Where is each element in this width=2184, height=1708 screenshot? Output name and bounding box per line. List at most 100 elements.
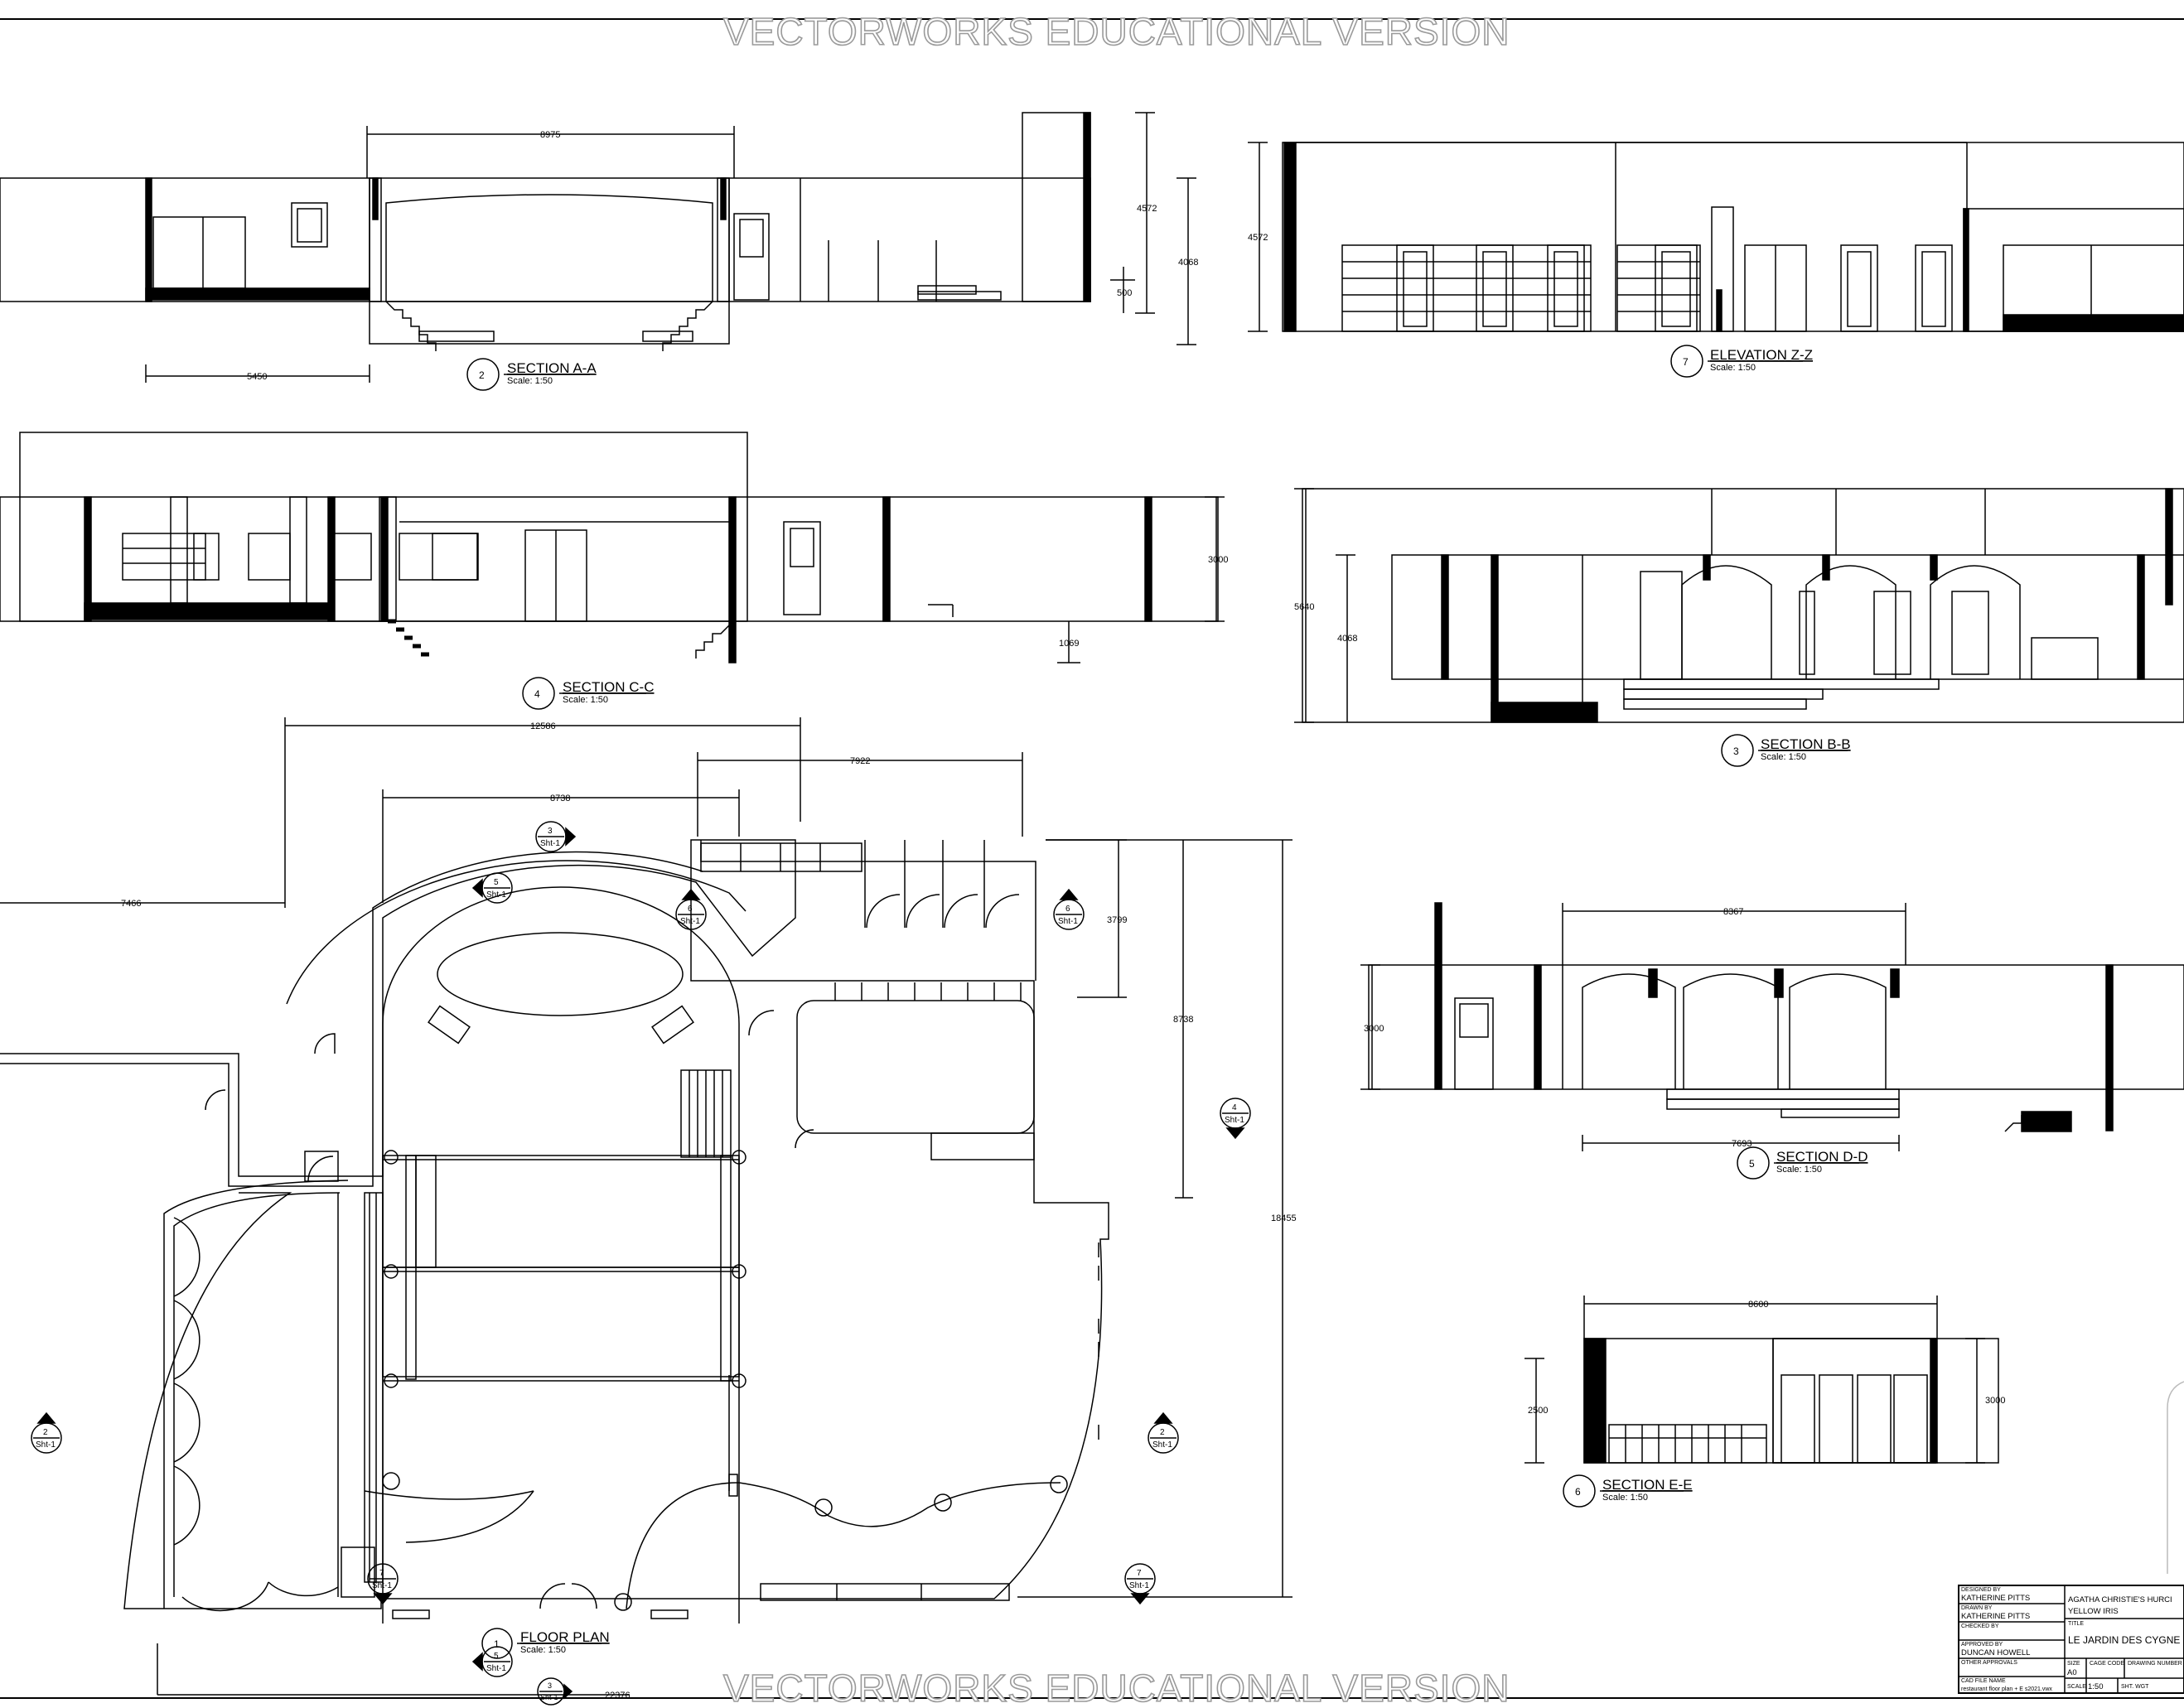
- dim-dd-h: 3000: [1364, 1024, 1384, 1034]
- svg-text:Sht-1: Sht-1: [1129, 1581, 1149, 1590]
- tb-cage-label: CAGE CODE: [2090, 1661, 2124, 1667]
- svg-text:Sht-1: Sht-1: [1058, 917, 1078, 926]
- svg-text:6: 6: [1575, 1486, 1581, 1498]
- svg-text:Sht-1: Sht-1: [372, 1581, 392, 1590]
- tb-size-label: SIZE: [2067, 1661, 2080, 1667]
- svg-text:Sht-1: Sht-1: [36, 1440, 56, 1450]
- svg-text:Sht-1: Sht-1: [540, 839, 560, 848]
- section-dd-scale: Scale: 1:50: [1776, 1165, 1822, 1175]
- section-marker-6a: 6 Sht-1: [675, 888, 707, 930]
- svg-text:7: 7: [1683, 356, 1689, 368]
- dim-fp-w1: 12586: [530, 721, 556, 731]
- dim-bb-h1: 5640: [1294, 602, 1314, 612]
- tb-title-label: TITLE: [2068, 1621, 2084, 1627]
- dim-fp-h2: 8738: [1173, 1015, 1193, 1025]
- dim-aa-width: 8975: [540, 130, 560, 140]
- svg-text:1: 1: [494, 1638, 500, 1650]
- tb-other-label: OTHER APPROVALS: [1961, 1660, 2017, 1666]
- tb-sheet-label: SHT. WGT: [2121, 1684, 2149, 1690]
- dim-fp-w2: 7922: [850, 756, 870, 766]
- svg-text:Sht-1: Sht-1: [486, 890, 506, 900]
- tb-designed-by: KATHERINE PITTS: [1961, 1594, 2030, 1603]
- svg-text:Sht-1: Sht-1: [1152, 1440, 1172, 1450]
- watermark-bottom: VECTORWORKS EDUCATIONAL VERSION: [723, 1667, 1510, 1708]
- label-elevation-zz: 7 ELEVATION Z-Z Scale: 1:50: [1670, 345, 1813, 378]
- dim-aa-h1: 4572: [1137, 204, 1157, 214]
- tb-title: LE JARDIN DES CYGNE: [2068, 1634, 2180, 1646]
- svg-text:6: 6: [1065, 905, 1070, 914]
- section-ee-scale: Scale: 1:50: [1602, 1493, 1648, 1503]
- title-block: [1958, 1585, 2184, 1694]
- svg-text:7: 7: [379, 1569, 384, 1578]
- dim-dd-w1: 8367: [1723, 907, 1743, 917]
- svg-text:Sht-1: Sht-1: [680, 917, 700, 926]
- section-marker-7b: 7 Sht-1: [1124, 1563, 1156, 1605]
- section-marker-7a: 7 Sht-1: [367, 1563, 399, 1605]
- dim-aa-h3: 500: [1117, 288, 1132, 298]
- section-marker-5: 5 Sht-1: [471, 872, 513, 904]
- svg-text:Sht-1: Sht-1: [486, 1664, 506, 1673]
- dim-aa-left: 5450: [247, 372, 267, 382]
- dim-fp-w5: 22376: [605, 1691, 631, 1701]
- section-marker-2b: 2 Sht-1: [1148, 1411, 1179, 1454]
- tb-project-line2: YELLOW IRIS: [2068, 1607, 2119, 1616]
- label-section-dd: 5 SECTION D-D Scale: 1:50: [1737, 1146, 1868, 1180]
- section-ee-title: SECTION E-E: [1602, 1477, 1693, 1493]
- watermark-top: VECTORWORKS EDUCATIONAL VERSION: [723, 10, 1510, 53]
- section-marker-5b: 5 Sht-1: [471, 1646, 513, 1677]
- tb-drawn-label: DRAWN BY: [1961, 1605, 1993, 1611]
- tb-dwg-label: DRAWING NUMBER: [2128, 1661, 2182, 1667]
- dim-dd-w2: 7693: [1732, 1139, 1752, 1149]
- elevation-zz-drawing: [1248, 142, 2184, 332]
- section-cc-drawing: [0, 432, 1225, 663]
- tb-approved-by: DUNCAN HOWELL: [1961, 1648, 2030, 1657]
- dim-cc-h: 3000: [1208, 555, 1228, 565]
- tb-drawn-by: KATHERINE PITTS: [1961, 1612, 2030, 1621]
- svg-text:3: 3: [548, 1681, 552, 1690]
- tb-scale: 1:50: [2088, 1682, 2104, 1691]
- svg-text:4: 4: [1232, 1103, 1237, 1112]
- section-ee-drawing: [1524, 1295, 1999, 1464]
- label-section-ee: 6 SECTION E-E Scale: 1:50: [1563, 1474, 1693, 1508]
- dim-ee-h2: 3000: [1985, 1396, 2005, 1406]
- svg-text:2: 2: [43, 1428, 48, 1437]
- dim-fp-h3: 18455: [1271, 1213, 1297, 1223]
- svg-text:5: 5: [494, 1652, 499, 1661]
- svg-text:2: 2: [479, 369, 485, 381]
- label-section-bb: 3 SECTION B-B Scale: 1:50: [1721, 734, 1851, 767]
- tb-scale-label: SCALE: [2067, 1684, 2086, 1690]
- dim-ee-h1: 2500: [1528, 1406, 1548, 1416]
- tb-designed-label: DESIGNED BY: [1961, 1587, 2001, 1593]
- dim-cc-step: 1069: [1059, 639, 1079, 649]
- section-cc-title: SECTION C-C: [563, 679, 655, 695]
- tb-approved-label: APPROVED BY: [1961, 1642, 2003, 1648]
- svg-text:5: 5: [494, 878, 499, 887]
- section-marker-4: 4 Sht-1: [1220, 1098, 1251, 1140]
- elevation-zz-scale: Scale: 1:50: [1710, 363, 1756, 373]
- section-aa-title: SECTION A-A: [507, 360, 597, 376]
- section-aa-drawing: [0, 112, 1196, 383]
- svg-text:5: 5: [1749, 1158, 1755, 1170]
- tb-cad-file: restaurant floor plan + E s2021.vwx: [1961, 1686, 2052, 1692]
- elevation-zz-title: ELEVATION Z-Z: [1710, 347, 1813, 363]
- svg-text:Sht-1: Sht-1: [540, 1693, 558, 1701]
- dim-fp-w4: 7466: [121, 899, 141, 909]
- section-bb-title: SECTION B-B: [1761, 736, 1851, 752]
- section-marker-6b: 6 Sht-1: [1053, 888, 1085, 930]
- section-bb-scale: Scale: 1:50: [1761, 752, 1806, 762]
- dim-bb-h2: 4068: [1337, 634, 1357, 644]
- sheet-edge-curve: [2167, 1381, 2184, 1574]
- section-marker-2a: 2 Sht-1: [31, 1411, 62, 1454]
- label-section-cc: 4 SECTION C-C Scale: 1:50: [522, 677, 655, 710]
- svg-text:7: 7: [1137, 1569, 1142, 1578]
- section-aa-scale: Scale: 1:50: [507, 376, 553, 386]
- dim-zz-h: 4572: [1248, 233, 1268, 243]
- tb-cad-label: CAD FILE NAME: [1961, 1678, 2006, 1684]
- svg-text:4: 4: [534, 688, 540, 700]
- floor-plan-title: FLOOR PLAN: [520, 1629, 610, 1645]
- floor-plan-drawing: [0, 717, 1293, 1696]
- svg-text:6: 6: [688, 905, 693, 914]
- tb-checked-label: CHECKED BY: [1961, 1624, 1999, 1629]
- dim-aa-h2: 4068: [1178, 258, 1198, 268]
- label-floor-plan: 1 FLOOR PLAN Scale: 1:50: [481, 1628, 610, 1659]
